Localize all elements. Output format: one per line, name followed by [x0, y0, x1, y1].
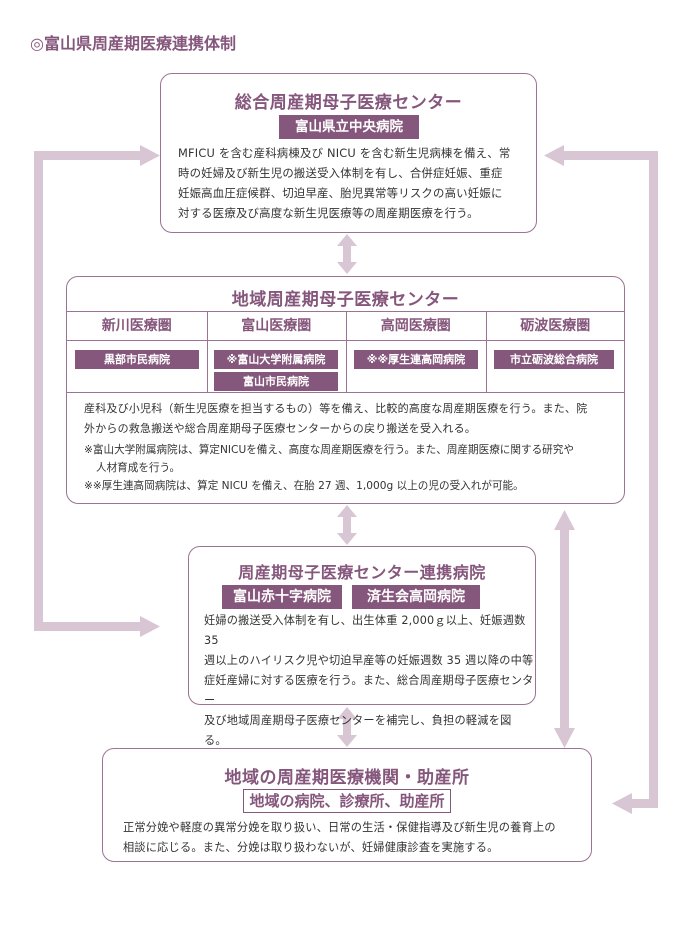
right-loop-bottom-line	[628, 799, 658, 808]
left-loop-bottom-line	[34, 622, 144, 631]
left-loop-bottom-arrowhead	[140, 616, 160, 637]
right-loop-bottom-arrowhead	[612, 793, 632, 814]
right-loop-top-line	[560, 151, 658, 160]
general-regional-double-arrow	[337, 234, 357, 274]
hospital-toyama-univ: ※富山大学附属病院	[214, 350, 338, 369]
page-heading: ◎富山県周産期医療連携体制	[30, 34, 236, 53]
area-header-niikawa: 新川医療圏	[101, 318, 172, 334]
hospital-kurobe: 黒部市民病院	[75, 350, 199, 369]
regional-center-description: 産科及び小児科（新生児医療を担当するもの）等を備え、比較的高度な周産期医療を行う…	[84, 402, 588, 435]
local-facilities-description: 正常分娩や軽度の異常分娩を取り扱い、日常の生活・保健指導及び新生児の養育上の 相…	[123, 821, 556, 854]
cooperating-hospitals-title: 周産期母子医療センター連携病院	[238, 563, 486, 582]
area-table: 新川医療圏 富山医療圏 高岡医療圏 砺波医療圏 黒部市民病院 ※富山大学附属病院…	[67, 311, 624, 393]
regional-center-box: 地域周産期母子医療センター 新川医療圏 富山医療圏 高岡医療圏 砺波医療圏 黒部…	[66, 276, 625, 504]
regional-center-title: 地域周産期母子医療センター	[231, 290, 460, 310]
cooperating-local-double-arrow	[337, 707, 357, 747]
general-center-description: MFICU を含む産科病棟及び NICU を含む新生児病棟を備え、常 時の妊婦及…	[178, 146, 511, 220]
hospital-saiseikai-takaoka: 済生会高岡病院	[352, 585, 480, 609]
regional-local-arrow-shaft	[560, 526, 569, 732]
right-loop-top-arrowhead	[544, 145, 564, 166]
general-center-title: 総合周産期母子医療センター	[234, 93, 463, 113]
left-loop-top-line	[34, 151, 144, 160]
local-facilities-box: 地域の周産期医療機関・助産所 地域の病院、診療所、助産所 正常分娩や軽度の異常分…	[102, 748, 592, 862]
right-loop-vertical-line	[649, 151, 658, 808]
general-center-box: 総合周産期母子医療センター 富山県立中央病院 MFICU を含む産科病棟及び N…	[160, 73, 537, 233]
left-loop-top-arrowhead	[140, 145, 160, 166]
area-header-tonami: 砺波医療圏	[520, 318, 591, 334]
regional-center-note-1: ※富山大学附属病院は、算定NICUを備え、高度な周産期医療を行う。また、周産期医…	[84, 444, 574, 474]
cooperating-hospitals-description: 妊婦の搬送受入体制を有し、出生体重 2,000ｇ以上、妊娠週数35 週以上のハイ…	[204, 614, 534, 747]
left-loop-vertical-line	[34, 151, 43, 631]
general-center-hospital: 富山県立中央病院	[279, 115, 419, 139]
regional-local-arrow-top	[554, 510, 575, 530]
regional-center-note-2: ※※厚生連高岡病院は、算定 NICU を備え、在胎 27 週、1,000g 以上…	[84, 480, 524, 492]
local-facilities-title: 地域の周産期医療機関・助産所	[224, 768, 470, 788]
regional-local-arrow-bottom	[554, 728, 575, 748]
regional-cooperating-double-arrow	[337, 505, 357, 545]
cooperating-hospitals-box: 周産期母子医療センター連携病院 富山赤十字病院 済生会高岡病院 妊婦の搬送受入体…	[188, 546, 536, 747]
local-facilities-subtitle: 地域の病院、診療所、助産所	[243, 789, 451, 813]
hospital-red-cross: 富山赤十字病院	[222, 585, 342, 609]
area-header-toyama: 富山医療圏	[241, 318, 312, 334]
hospital-koseiren-takaoka: ※※厚生連高岡病院	[354, 350, 478, 369]
hospital-toyama-city: 富山市民病院	[214, 372, 338, 391]
hospital-tonami: 市立砺波総合病院	[494, 350, 614, 369]
area-header-takaoka: 高岡医療圏	[380, 318, 451, 334]
